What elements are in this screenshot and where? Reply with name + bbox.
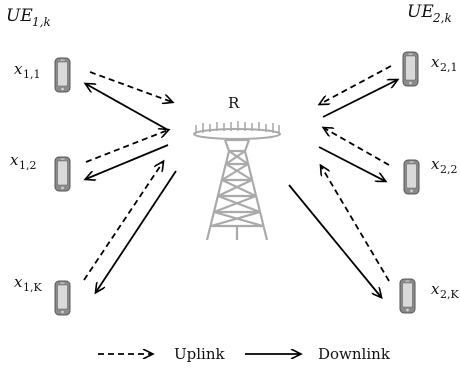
svg-text:1,1: 1,1 <box>23 68 41 81</box>
legend-uplink-label: Uplink <box>174 345 225 363</box>
left-header-subscript: 1,k <box>32 15 51 29</box>
mobile-phone-icon <box>403 159 420 195</box>
right-links <box>288 65 397 297</box>
svg-text:x: x <box>431 53 440 71</box>
svg-text:1,K: 1,K <box>23 281 42 294</box>
mobile-phone-icon <box>399 278 416 314</box>
mobile-phone-icon <box>54 156 71 192</box>
left-user-label-1: x 1,1 <box>14 60 41 81</box>
downlink-arrow <box>318 146 385 181</box>
uplink-arrow <box>321 166 390 282</box>
downlink-arrow <box>96 170 177 292</box>
left-header-text: UE <box>6 6 33 26</box>
uplink-arrow <box>324 128 390 166</box>
svg-text:2,2: 2,2 <box>440 163 458 176</box>
mobile-phone-icon <box>402 51 419 87</box>
right-header-text: UE <box>407 2 434 22</box>
downlink-arrow <box>288 184 381 297</box>
right-user-label-1: x 2,1 <box>431 53 458 74</box>
legend: Uplink Downlink <box>98 345 391 363</box>
relay-label: R <box>228 94 240 112</box>
svg-text:1,2: 1,2 <box>19 159 37 172</box>
svg-text:x: x <box>431 155 440 173</box>
left-links <box>83 71 177 292</box>
mobile-phone-icon <box>54 280 71 316</box>
cell-tower-icon <box>193 121 281 241</box>
right-group-header: UE 2,k <box>407 2 452 25</box>
mobile-phone-icon <box>54 57 71 93</box>
right-user-label-k: x 2,K <box>431 280 459 301</box>
downlink-arrow <box>86 144 169 179</box>
uplink-arrow <box>83 162 163 281</box>
left-user-label-k: x 1,K <box>14 273 42 294</box>
uplink-arrow <box>85 130 168 163</box>
svg-text:2,K: 2,K <box>440 288 459 301</box>
uplink-arrow <box>320 65 392 104</box>
left-group-header: UE 1,k <box>6 6 51 29</box>
svg-text:x: x <box>14 60 23 78</box>
svg-text:x: x <box>10 151 19 169</box>
uplink-arrow <box>89 71 172 102</box>
right-header-subscript: 2,k <box>432 11 452 25</box>
downlink-arrow <box>86 84 169 131</box>
svg-text:x: x <box>431 280 440 298</box>
svg-text:2,1: 2,1 <box>440 61 458 74</box>
right-user-label-2: x 2,2 <box>431 155 458 176</box>
legend-downlink-label: Downlink <box>318 345 391 363</box>
svg-text:x: x <box>14 273 23 291</box>
left-user-label-2: x 1,2 <box>10 151 37 172</box>
downlink-arrow <box>322 80 397 118</box>
